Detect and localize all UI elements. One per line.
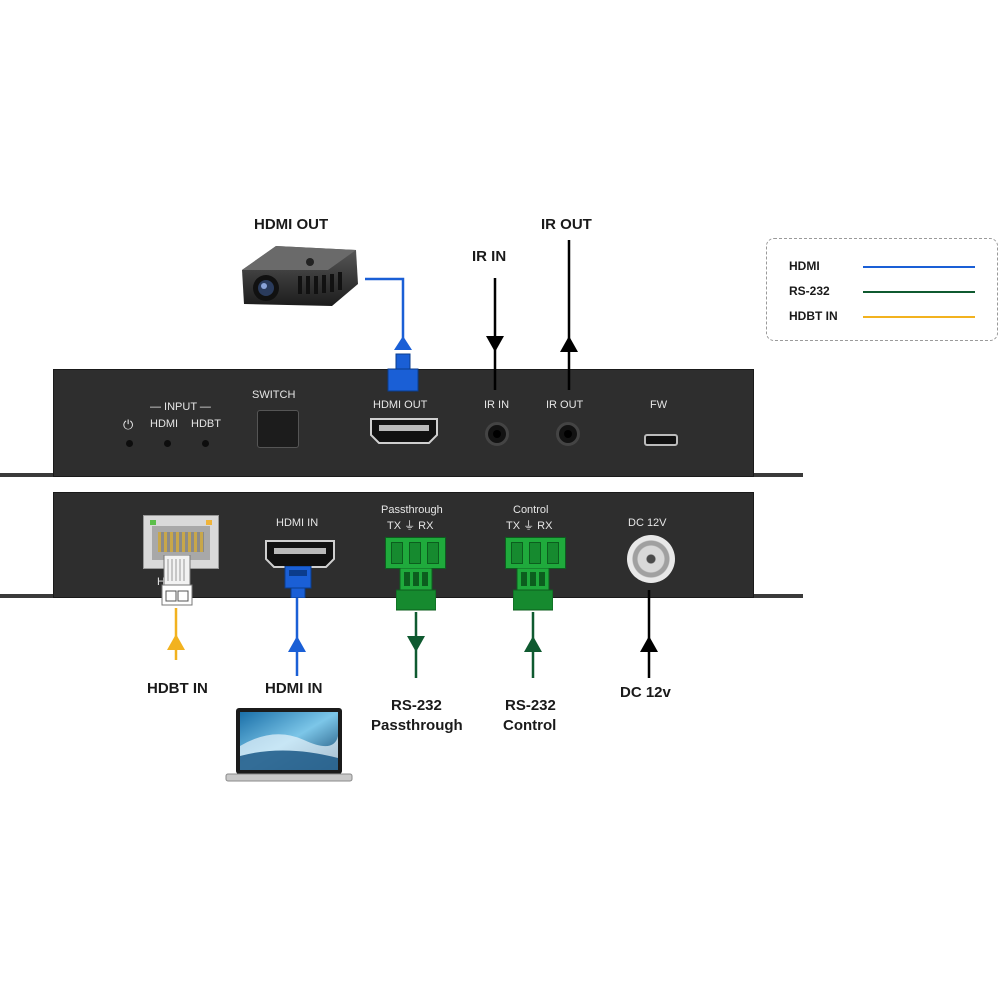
switch-label: SWITCH — [252, 389, 296, 401]
power-icon: ⏻ — [123, 417, 134, 432]
hdmi-out-port[interactable] — [369, 417, 439, 445]
hdbt-led — [202, 440, 209, 447]
legend: HDMI RS-232 HDBT IN — [766, 238, 998, 341]
control-pins-label: TX ⏚ RX — [506, 520, 553, 532]
legend-rs232-line — [863, 291, 975, 293]
ir-out-jack[interactable] — [556, 422, 580, 446]
hdmi-in-cable-plug — [283, 565, 313, 599]
hdmi-in-label: HDMI IN — [265, 680, 323, 697]
rs232-passthrough-label-2: Passthrough — [371, 717, 463, 734]
hdmi-out-arrow — [394, 336, 412, 350]
projector-image — [236, 240, 362, 312]
hdbt-in-label: HDBT IN — [147, 680, 208, 697]
control-label: Control — [513, 504, 549, 516]
passthrough-label: Passthrough — [381, 504, 443, 516]
input-label: — INPUT — — [150, 401, 211, 413]
ir-out-arrow — [560, 336, 578, 352]
hdmi-out-panel-label: HDMI OUT — [373, 399, 428, 411]
control-plug — [512, 567, 554, 612]
control-terminal-block[interactable] — [505, 537, 566, 569]
legend-hdbt-line — [863, 316, 975, 318]
rs232-passthrough-label-1: RS-232 — [391, 697, 442, 714]
fw-label: FW — [650, 399, 668, 411]
laptop-image — [224, 706, 354, 784]
power-led — [126, 440, 133, 447]
passthrough-plug — [395, 567, 437, 612]
ir-in-arrow — [486, 336, 504, 352]
dc-arrow — [640, 636, 658, 652]
dc-12v-label: DC 12v — [620, 684, 671, 701]
ir-in-panel-label: IR IN — [484, 399, 510, 411]
passthrough-terminal-block[interactable] — [385, 537, 446, 569]
legend-rs232-label: RS-232 — [789, 284, 830, 298]
passthrough-arrow — [407, 636, 425, 652]
hdmi-out-cable — [365, 277, 405, 350]
ir-in-jack[interactable] — [485, 422, 509, 446]
rs232-control-label-2: Control — [503, 717, 557, 734]
legend-hdmi-label: HDMI — [789, 259, 820, 273]
legend-hdmi-line — [863, 266, 975, 268]
dc-power-jack[interactable] — [627, 535, 675, 583]
hdmi-out-plug — [387, 368, 419, 392]
legend-hdbt-label: HDBT IN — [789, 309, 838, 323]
rs232-control-label-1: RS-232 — [505, 697, 556, 714]
hdmi-led-label: HDMI — [150, 418, 179, 430]
hdmi-in-arrow — [288, 636, 306, 652]
hdmi-led — [164, 440, 171, 447]
fw-usb-port[interactable] — [644, 434, 678, 446]
dc-panel-label: DC 12V — [628, 517, 667, 529]
front-panel: — INPUT — ⏻ HDMI HDBT SWITCH HDMI OUT IR… — [53, 369, 754, 477]
hdmi-in-panel-label: HDMI IN — [276, 517, 319, 529]
hdmi-in-port[interactable] — [264, 539, 336, 569]
hdbt-led-label: HDBT — [191, 418, 221, 430]
ir-out-panel-label: IR OUT — [546, 399, 584, 411]
hdbt-cable-plug — [160, 554, 194, 607]
passthrough-pins-label: TX ⏚ RX — [387, 520, 434, 532]
ir-in-top-label: IR IN — [472, 248, 507, 265]
control-arrow — [524, 636, 542, 652]
hdbt-in-arrow — [167, 634, 185, 650]
hdmi-out-top-label: HDMI OUT — [254, 216, 329, 233]
switch-button[interactable] — [257, 410, 299, 448]
ir-out-top-label: IR OUT — [541, 216, 592, 233]
